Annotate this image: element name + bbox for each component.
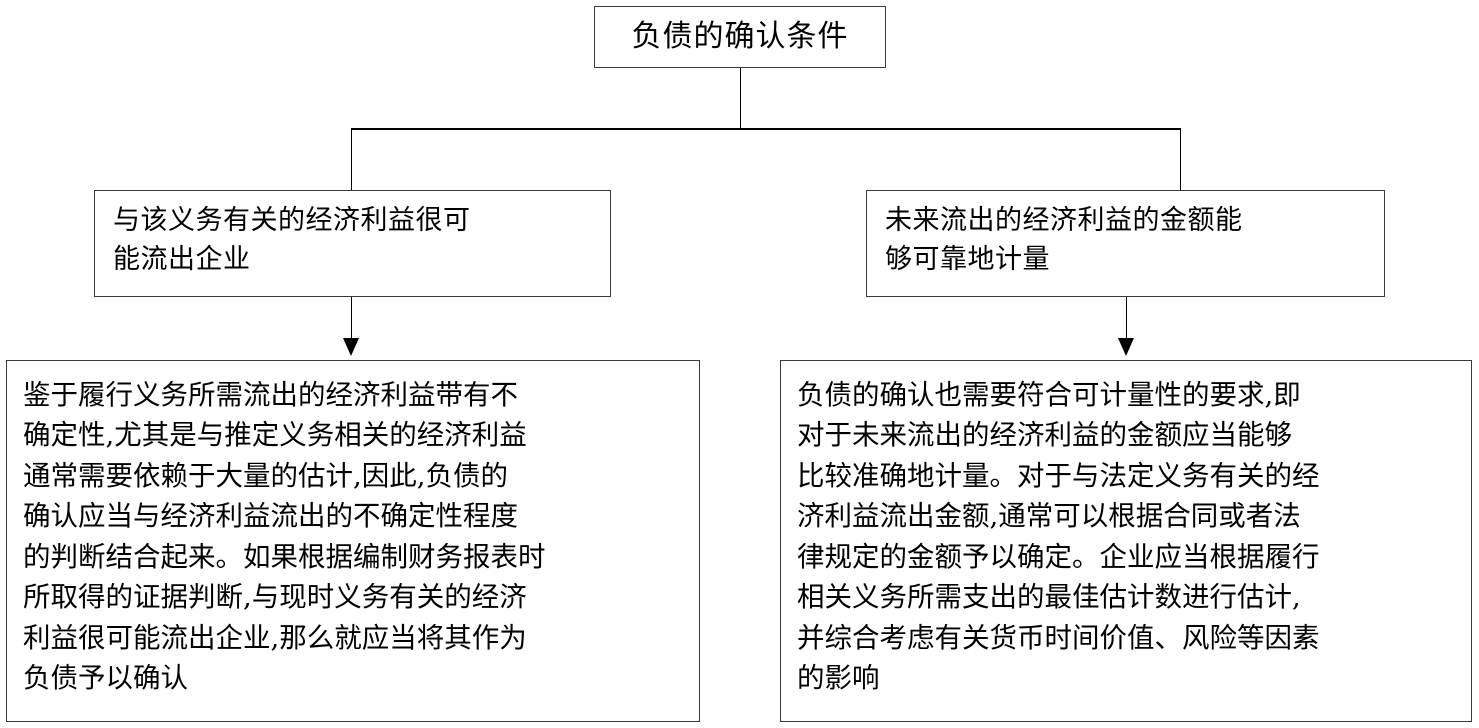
- root-node-label: 负债的确认条件: [631, 19, 849, 54]
- arrow-left-shaft: [350, 297, 353, 341]
- detail-node-economic-benefit-outflow[interactable]: 鉴于履行义务所需流出的经济利益带有不 确定性,尤其是与推定义务相关的经济利益 通…: [6, 360, 700, 722]
- detail-node-reliable-measurement[interactable]: 负债的确认也需要符合可计量性的要求,即 对于未来流出的经济利益的金额应当能够 比…: [780, 360, 1472, 722]
- condition-node-label-left: 与该义务有关的经济利益很可 能流出企业: [113, 205, 471, 276]
- detail-node-text-right: 负债的确认也需要符合可计量性的要求,即 对于未来流出的经济利益的金额应当能够 比…: [797, 379, 1320, 694]
- arrow-down-icon-left: [343, 338, 359, 356]
- connector-drop-left: [350, 128, 353, 190]
- root-node-confirmation-conditions[interactable]: 负债的确认条件: [594, 6, 886, 68]
- connector-root-trunk: [739, 68, 742, 129]
- condition-node-reliable-measurement[interactable]: 未来流出的经济利益的金额能 够可靠地计量: [866, 190, 1385, 297]
- connector-horizontal-bus: [351, 128, 1181, 130]
- connector-drop-right: [1179, 128, 1182, 190]
- arrow-right-shaft: [1125, 297, 1128, 341]
- arrow-down-icon-right: [1118, 338, 1134, 356]
- detail-node-text-left: 鉴于履行义务所需流出的经济利益带有不 确定性,尤其是与推定义务相关的经济利益 通…: [23, 379, 546, 694]
- condition-node-label-right: 未来流出的经济利益的金额能 够可靠地计量: [885, 205, 1243, 276]
- condition-node-economic-benefit-outflow[interactable]: 与该义务有关的经济利益很可 能流出企业: [94, 190, 611, 297]
